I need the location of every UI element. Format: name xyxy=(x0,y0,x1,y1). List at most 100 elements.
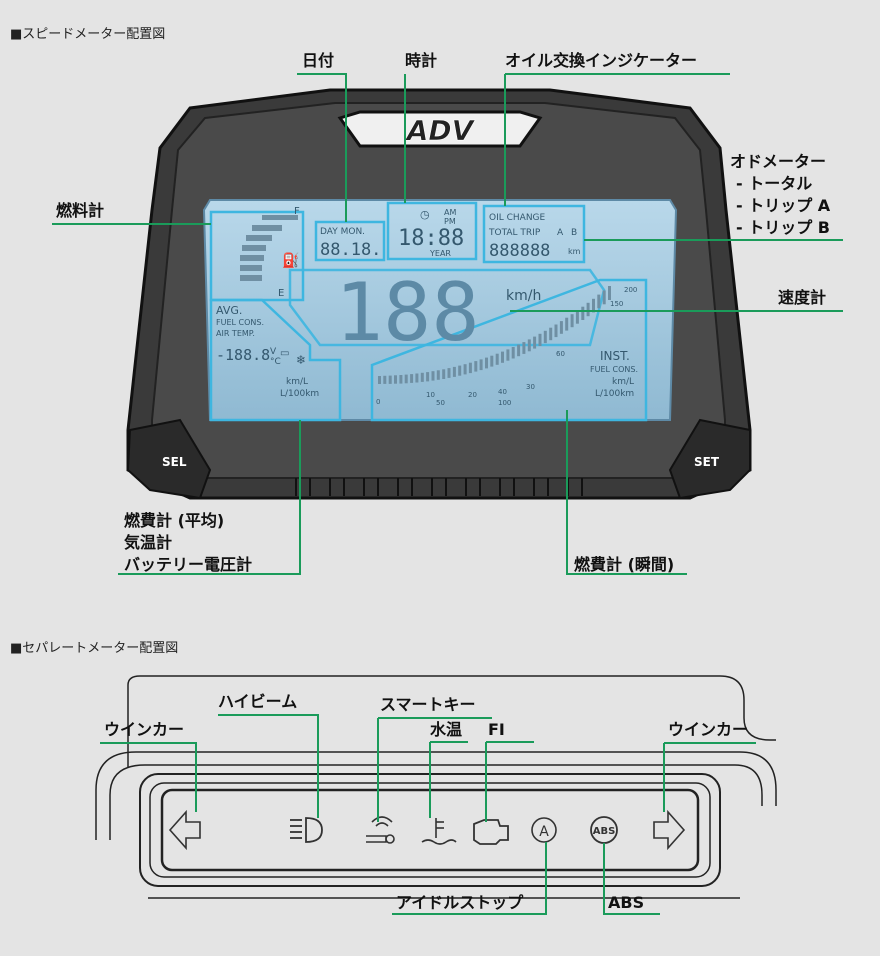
inst-bar-segment xyxy=(490,355,494,367)
label-avg-3: バッテリー電圧計 xyxy=(124,555,252,574)
fuel-bar-7 xyxy=(262,215,298,220)
inst-bar-segment xyxy=(410,374,414,383)
fuel-bar-3 xyxy=(240,255,264,261)
inst-bar-segment xyxy=(420,372,424,382)
total-trip-label: TOTAL TRIP xyxy=(488,228,541,238)
bottom-rib xyxy=(363,478,379,496)
clock-digits: 18:88 xyxy=(398,226,464,251)
inst-bar-segment xyxy=(559,321,563,334)
label-fi: FI xyxy=(488,720,505,739)
odo-digits: 888888 xyxy=(489,241,550,261)
leaders-separate xyxy=(100,714,756,915)
scale-200: 200 xyxy=(624,286,637,294)
oil-change-label: OIL CHANGE xyxy=(489,213,546,223)
label-idle-stop: アイドルストップ xyxy=(396,893,524,912)
scale-50: 50 xyxy=(436,399,445,407)
inst-bar-segment xyxy=(581,306,585,320)
fuel-gauge: F E ⛽ xyxy=(240,206,300,299)
set-button[interactable] xyxy=(668,418,751,500)
label-speed: 速度計 xyxy=(778,288,826,307)
bottom-rib xyxy=(397,478,413,496)
inst-bar-segment xyxy=(511,347,515,359)
inst-bar-segment xyxy=(485,357,488,369)
fuel-bar-1 xyxy=(240,275,262,281)
fuel-bar-2 xyxy=(240,265,262,271)
fi-icon xyxy=(473,819,509,845)
label-turn-left: ウインカー xyxy=(104,720,184,739)
bottom-rib xyxy=(533,478,549,496)
leader-water-temp xyxy=(429,741,468,818)
scale-40: 40 xyxy=(498,388,507,396)
speedometer: ADV F E ⛽ DAY MON. 88.18. ◷ AM P xyxy=(126,88,752,500)
smart-key-icon xyxy=(366,816,395,844)
date-digits: 88.18. xyxy=(320,240,381,260)
leader-idle-stop xyxy=(392,842,547,915)
inst-bar-segment xyxy=(527,339,531,352)
inst-l100-label: L/100km xyxy=(595,389,634,399)
inst-bar-segment xyxy=(442,369,446,379)
inst-bar-segment xyxy=(501,351,504,363)
label-odo-3: - トリップ A xyxy=(736,196,831,215)
leader-oil xyxy=(504,73,730,206)
bottom-rib xyxy=(465,478,481,496)
section-title-separate-meter: ■セパレートメーター配置図 xyxy=(10,641,178,656)
fuel-e-label: E xyxy=(278,288,284,299)
water-temp-icon xyxy=(421,818,457,845)
inst-bar-segment xyxy=(383,375,387,384)
label-clock: 時計 xyxy=(405,51,437,70)
label-date: 日付 xyxy=(302,51,334,70)
sel-button[interactable] xyxy=(126,418,212,500)
am-label: AM xyxy=(444,208,456,217)
turn-right-icon xyxy=(653,809,686,851)
inst-bar-segment xyxy=(431,371,435,381)
inst-bar-segment xyxy=(415,373,419,383)
inst-bar-segment xyxy=(458,365,462,376)
highlight-speed xyxy=(288,268,606,347)
inst-bar-segment xyxy=(565,317,569,331)
highlight-inst xyxy=(370,278,648,422)
inst-bar-segment xyxy=(506,349,510,361)
highlight-date xyxy=(314,220,386,262)
inst-bar-segment xyxy=(474,361,478,372)
fuel-bar-5 xyxy=(246,235,272,241)
abs-icon: ABS xyxy=(590,816,618,844)
leader-smart-key xyxy=(377,717,492,822)
avg-l100-label: L/100km xyxy=(280,389,319,399)
inst-bar-segment xyxy=(447,368,451,378)
inst-bar-segment xyxy=(602,290,606,305)
battery-icon: ▭ xyxy=(280,348,289,359)
section-title-speedometer: ■スピードメーター配置図 xyxy=(10,27,165,42)
scale-150: 150 xyxy=(610,300,623,308)
inst-bar-segment xyxy=(586,302,590,317)
inst-bar-segment xyxy=(533,336,537,349)
scale-10: 10 xyxy=(426,391,435,399)
highlight-clock xyxy=(386,201,478,261)
inst-bar-segment xyxy=(575,310,579,324)
leaders-speedometer xyxy=(52,73,843,575)
day-mon-label: DAY MON. xyxy=(320,227,365,237)
label-odo-4: - トリップ B xyxy=(736,218,830,237)
scale-60: 60 xyxy=(556,350,565,358)
fuel-pump-icon: ⛽ xyxy=(282,252,299,269)
sep-housing-outer xyxy=(95,751,777,899)
inst-bar-segment xyxy=(468,362,472,374)
leader-inst xyxy=(566,410,687,575)
leader-abs xyxy=(603,843,660,915)
leader-turn-left xyxy=(100,742,197,812)
abs-icon-text: ABS xyxy=(593,826,616,837)
scale-0: 0 xyxy=(376,398,380,406)
logo-plate xyxy=(337,110,543,148)
scale-100: 100 xyxy=(498,399,511,407)
label-turn-right: ウインカー xyxy=(668,720,748,739)
inst-bar-segment xyxy=(394,375,397,384)
label-fuel: 燃料計 xyxy=(56,201,104,220)
label-avg-1: 燃費計 (平均) xyxy=(124,511,224,530)
highlight-odo xyxy=(482,204,586,264)
inst-bar-segment xyxy=(388,375,392,384)
kmh-label: km/h xyxy=(506,288,541,304)
highlight-avg xyxy=(209,298,342,422)
set-button-label: SET xyxy=(694,455,720,469)
year-label: YEAR xyxy=(429,249,451,258)
air-temp-label: AIR TEMP. xyxy=(216,329,255,338)
